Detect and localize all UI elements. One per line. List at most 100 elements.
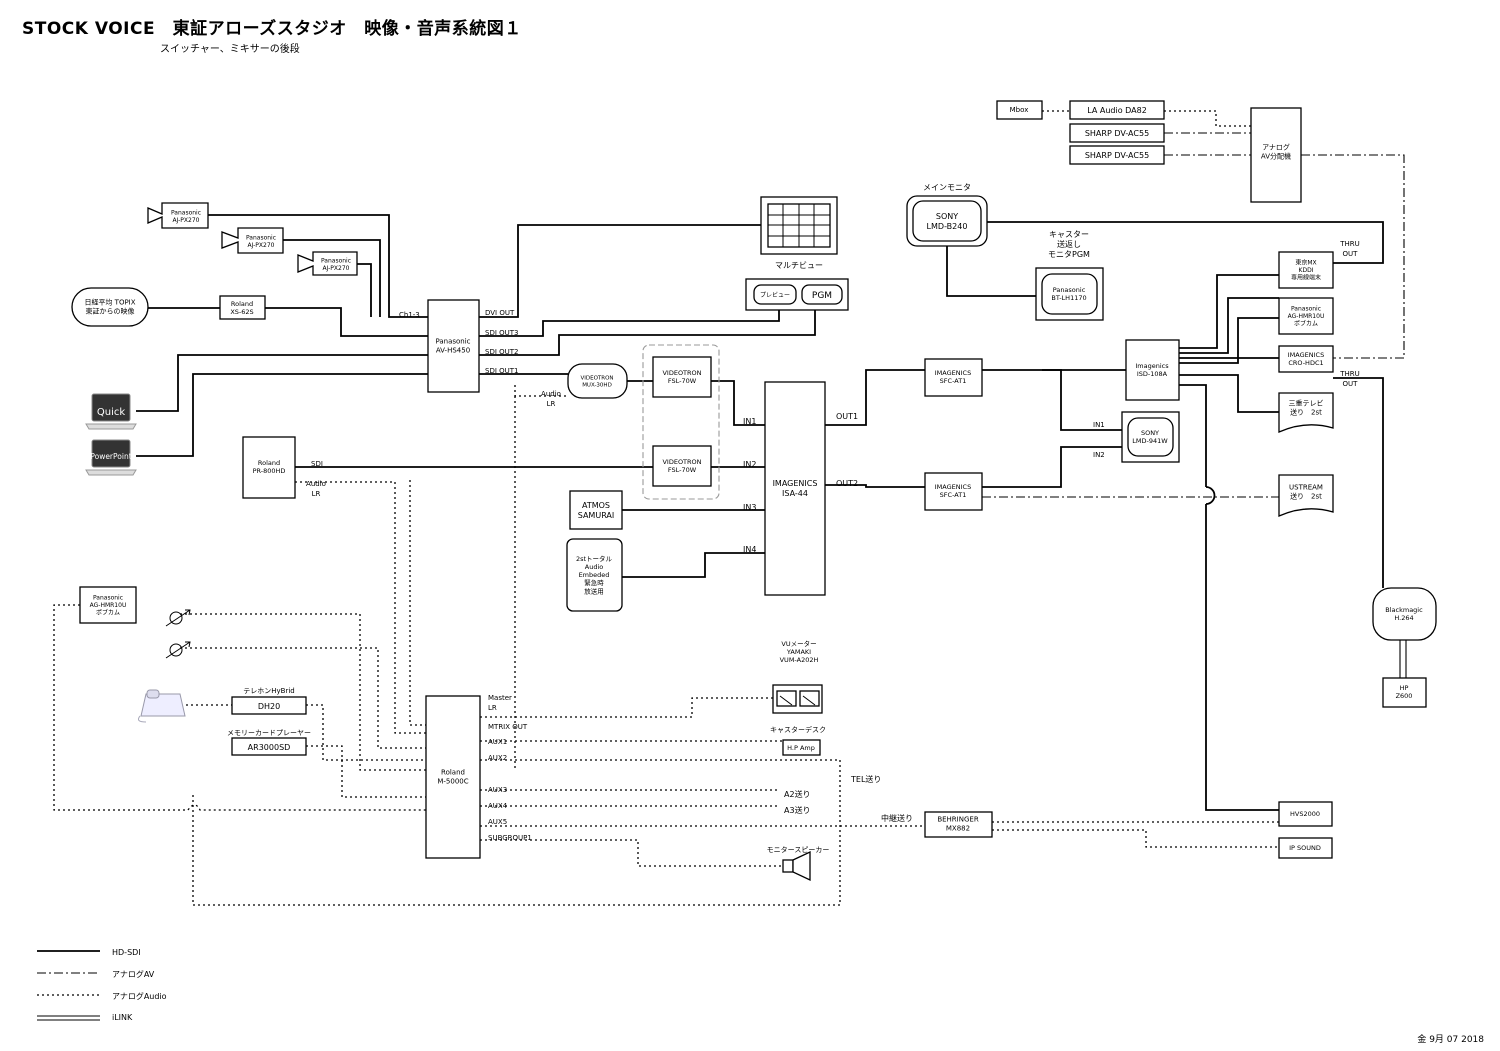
la-audio-label: LA Audio DA82: [1087, 106, 1147, 115]
label-telephone-hybrid: テレホンHyBrid: [243, 687, 294, 695]
mbox-label: Mbox: [1010, 106, 1029, 114]
speaker-label-label: モニタースピーカー: [767, 845, 830, 854]
page-subtitle: スイッチャー、ミキサーの後段: [160, 44, 300, 55]
label-memory-card: メモリーカードプレーヤー: [227, 729, 311, 737]
telephone-hybrid-dh20: DH20: [231, 696, 307, 715]
pgm-label: PGM: [812, 291, 832, 301]
label-tel-send: TEL送り: [850, 774, 881, 784]
ip-sound: IP SOUND: [1278, 837, 1333, 859]
label-sdi: SDI: [311, 460, 323, 468]
label-sony-in1: IN1: [1093, 421, 1105, 429]
fsl-group: [642, 344, 720, 500]
monitor-speaker-icon: [782, 850, 811, 882]
label-ch13: Ch1-3: [399, 311, 420, 319]
port-labels: Ch1-3 DVI OUT SDI OUT3 SDI OUT2 SDI OUT1…: [227, 240, 1360, 842]
sharp2-label: SHARP DV-AC55: [1085, 151, 1149, 160]
hp-amp-label: H.P Amp: [787, 744, 815, 752]
legend-analog-audio: アナログAudio: [112, 991, 167, 1001]
label-a3-send: A3送り: [784, 805, 811, 815]
sharp1-label: SHARP DV-AC55: [1085, 129, 1149, 138]
footer-date: 金 9月 07 2018: [1417, 1035, 1484, 1045]
mbox: Mbox: [996, 100, 1043, 120]
preview-label: プレビュー: [760, 291, 790, 299]
label-sdi-out1: SDI OUT1: [485, 367, 519, 375]
label-in4: IN4: [743, 545, 756, 554]
hp-amp: H.P Amp: [782, 739, 821, 756]
legend-analog-av: アナログAV: [112, 969, 155, 979]
label-mtrix-out: MTRIX OUT: [488, 723, 528, 731]
ipsound-label: IP SOUND: [1289, 844, 1321, 852]
ar3000-label: AR3000SD: [248, 743, 291, 752]
label-out2: OUT2: [836, 479, 858, 488]
powerpoint-label: PowerPoint: [90, 452, 131, 461]
legend-ilink: iLINK: [112, 1013, 133, 1022]
label-a2-send: A2送り: [784, 789, 811, 799]
analog-av-wires: [982, 132, 1405, 498]
label-in2: IN2: [743, 460, 756, 469]
label-subgroup1: SUBGROUP1: [488, 834, 532, 842]
label-dvi-out: DVI OUT: [485, 309, 515, 317]
analog-audio-wires: [53, 110, 1279, 906]
hvs2000: HVS2000: [1278, 801, 1333, 827]
label-sdi-out2: SDI OUT2: [485, 348, 519, 356]
multiview-monitor: マルチビュー: [760, 196, 838, 270]
telephone-icon: [138, 689, 186, 723]
main-monitor-label-label: メインモニタ: [923, 183, 971, 192]
la-audio-da82: LA Audio DA82: [1069, 100, 1165, 120]
mic-icon-1: [165, 609, 191, 627]
memory-player-ar3000sd: AR3000SD: [231, 737, 307, 756]
label-relay-send: 中継送り: [881, 813, 913, 823]
legend-hd-sdi: HD-SDI: [112, 948, 141, 957]
label-sdi-out3: SDI OUT3: [485, 329, 519, 337]
page-title: STOCK VOICE 東証アローズスタジオ 映像・音声系統図１: [22, 19, 522, 39]
